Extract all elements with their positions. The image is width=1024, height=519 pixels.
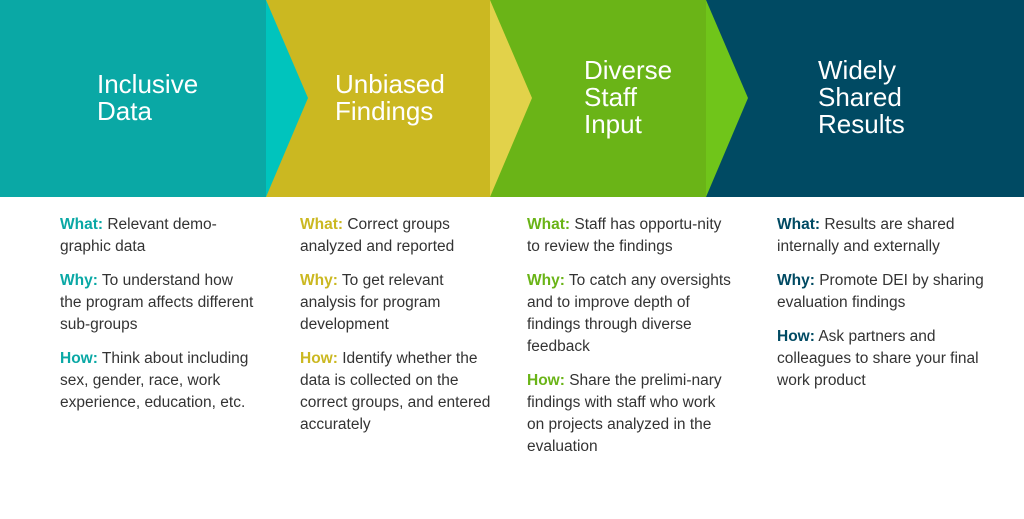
step-3-details: What: Staff has opportu-nity to review t…: [527, 214, 732, 470]
process-chevron-band: [0, 0, 1024, 197]
what-text: What: Results are shared internally and …: [777, 216, 955, 255]
how-text: How: Identify whether the data is collec…: [300, 350, 491, 433]
how-text: How: Think about including sex, gender, …: [60, 350, 249, 411]
step-1-panel: [0, 0, 266, 197]
why-text: Why: To get relevant analysis for progra…: [300, 272, 444, 333]
what-text: What: Relevant demo-graphic data: [60, 216, 217, 255]
how-text: How: Share the prelimi-nary findings wit…: [527, 372, 722, 455]
step-2-details: What: Correct groups analyzed and report…: [300, 214, 495, 448]
chevron-arrow-1: [266, 0, 308, 197]
step-1-details: What: Relevant demo-graphic data Why: To…: [60, 214, 255, 426]
what-text: What: Correct groups analyzed and report…: [300, 216, 455, 255]
what-text: What: Staff has opportu-nity to review t…: [527, 216, 722, 255]
step-4-details: What: Results are shared internally and …: [777, 214, 987, 404]
chevron-arrow-3: [706, 0, 748, 197]
chevron-arrow-2: [490, 0, 532, 197]
step-4-panel: [706, 0, 1024, 197]
why-text: Why: To understand how the program affec…: [60, 272, 254, 333]
why-text: Why: To catch any oversights and to impr…: [527, 272, 731, 355]
how-text: How: Ask partners and colleagues to shar…: [777, 328, 979, 389]
why-text: Why: Promote DEI by sharing evaluation f…: [777, 272, 984, 311]
